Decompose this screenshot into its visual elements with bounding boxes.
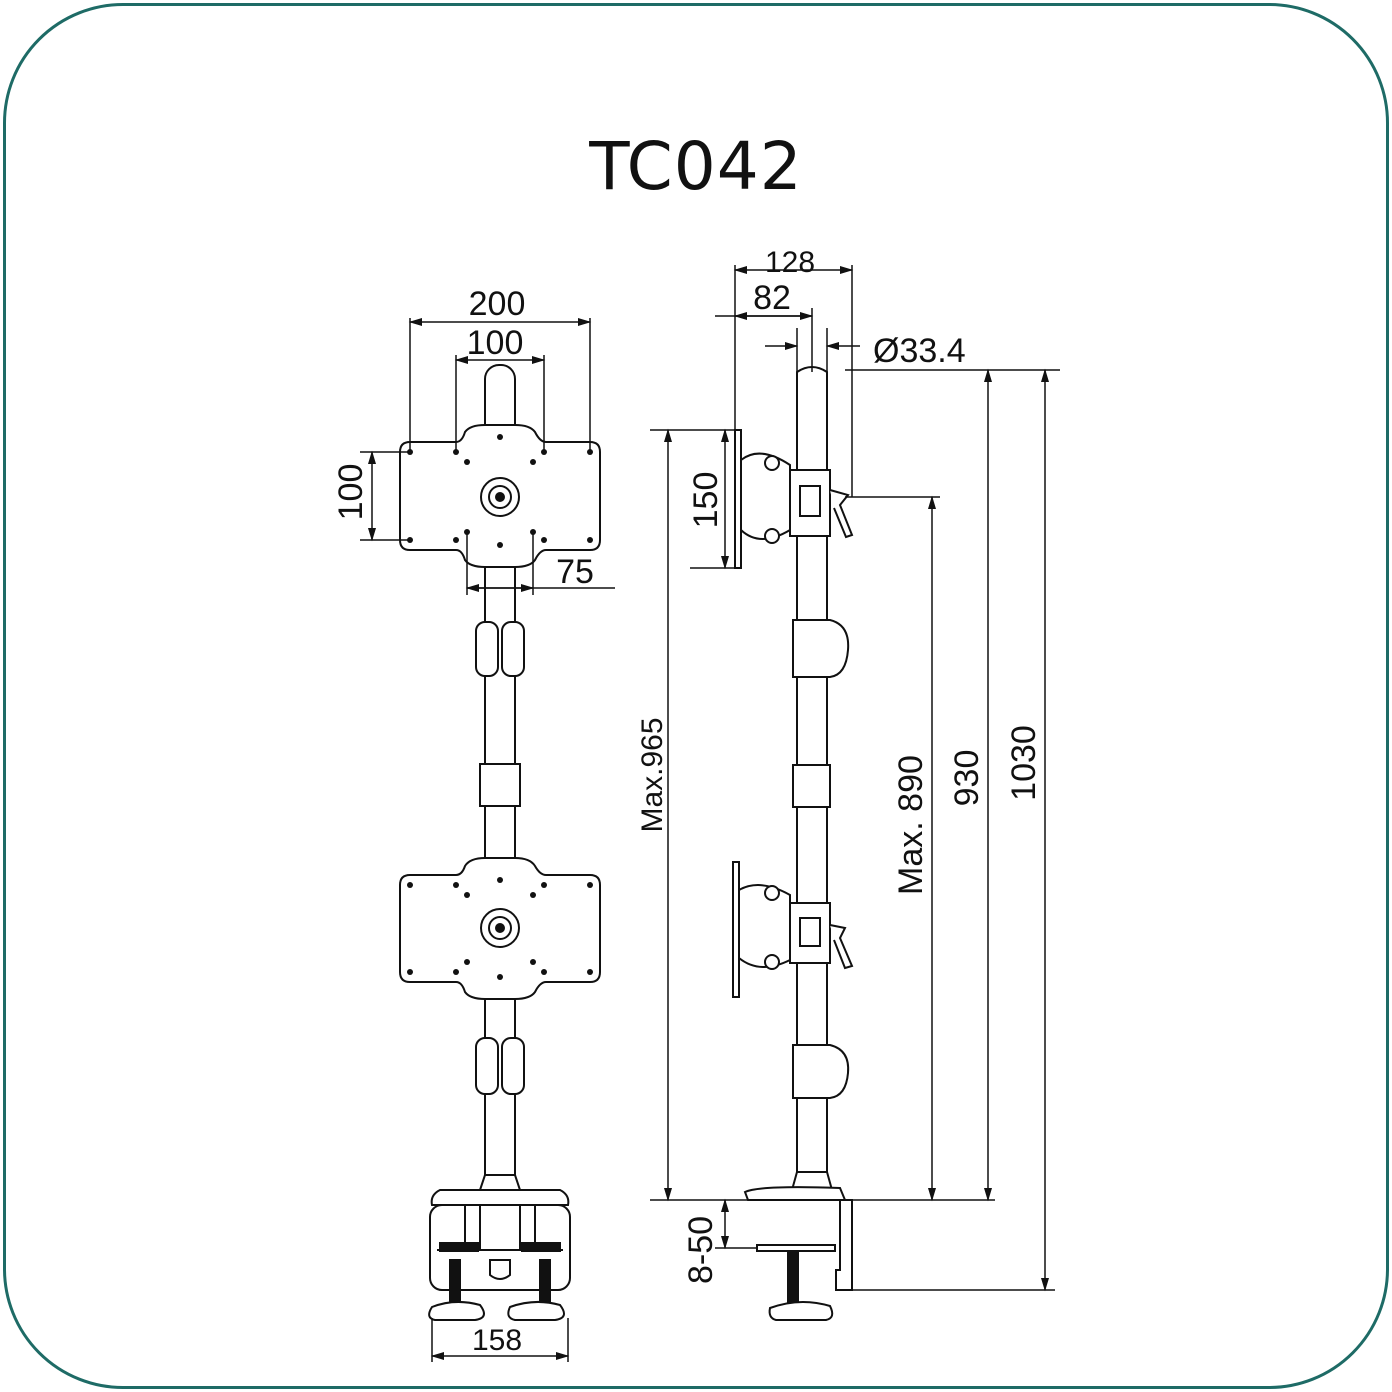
dim-150: 150 xyxy=(687,472,725,529)
base-neck xyxy=(478,1174,522,1191)
lower-hub-middle xyxy=(488,916,512,940)
side-collar-1 xyxy=(792,619,850,678)
dim-128: 128 xyxy=(765,246,815,279)
dim-max-890: Max. 890 xyxy=(892,755,930,895)
front-dimension-labels: 200 100 100 75 158 xyxy=(332,285,594,1357)
clamp-bar-right xyxy=(521,1242,561,1252)
clamp-screw-right xyxy=(539,1259,551,1306)
clamp-screw-left xyxy=(449,1259,461,1306)
front-view xyxy=(399,364,601,1321)
side-clamp-pad xyxy=(768,1301,834,1321)
upper-lever xyxy=(829,489,854,539)
dim-100-vertical: 100 xyxy=(332,464,370,521)
dim-1030: 1030 xyxy=(1005,725,1043,801)
dim-930: 930 xyxy=(948,750,986,807)
base-top xyxy=(430,1189,570,1206)
lower-lever xyxy=(829,924,854,970)
upper-knob-right xyxy=(501,621,525,677)
dim-100-horizontal: 100 xyxy=(467,324,524,362)
rounded-frame xyxy=(3,3,1389,1389)
upper-knob-left xyxy=(475,621,499,677)
product-title: TC042 xyxy=(589,128,803,205)
pole-collar xyxy=(479,763,521,807)
side-collar-2 xyxy=(792,764,831,808)
dim-158: 158 xyxy=(472,1324,522,1357)
side-clamp-frame xyxy=(835,1199,853,1291)
lower-hub-outer xyxy=(480,908,520,948)
side-dimension-lines xyxy=(650,265,1060,1292)
upper-hub-outer xyxy=(480,477,520,517)
clamp-bar-left xyxy=(439,1242,479,1252)
side-dimension-labels: 128 82 Ø33.4 150 Max.965 Max. 890 930 10… xyxy=(636,246,1043,1284)
dim-82: 82 xyxy=(753,279,791,317)
clamp-pad-left xyxy=(428,1301,485,1321)
upper-plate-holes xyxy=(407,434,593,548)
side-collar-3 xyxy=(792,1044,850,1099)
front-dimension-lines xyxy=(360,317,615,1362)
upper-hub-middle xyxy=(488,485,512,509)
dim-75: 75 xyxy=(556,553,594,591)
lower-plate-holes xyxy=(407,877,593,980)
clamp-pad-right xyxy=(507,1301,565,1321)
side-clamp-screw xyxy=(787,1250,799,1304)
lower-hub-center xyxy=(495,923,505,933)
upper-hub-center xyxy=(495,492,505,502)
lower-tilt-head xyxy=(738,884,791,968)
side-view xyxy=(732,366,854,1321)
dim-pole-diameter: Ø33.4 xyxy=(873,332,966,370)
lower-knob-right xyxy=(501,1037,525,1095)
dim-clamp-range: 8-50 xyxy=(682,1216,720,1284)
dim-max-965: Max.965 xyxy=(636,717,669,832)
side-base-top xyxy=(743,1186,847,1201)
lower-knob-left xyxy=(475,1037,499,1095)
dim-200: 200 xyxy=(469,285,526,323)
